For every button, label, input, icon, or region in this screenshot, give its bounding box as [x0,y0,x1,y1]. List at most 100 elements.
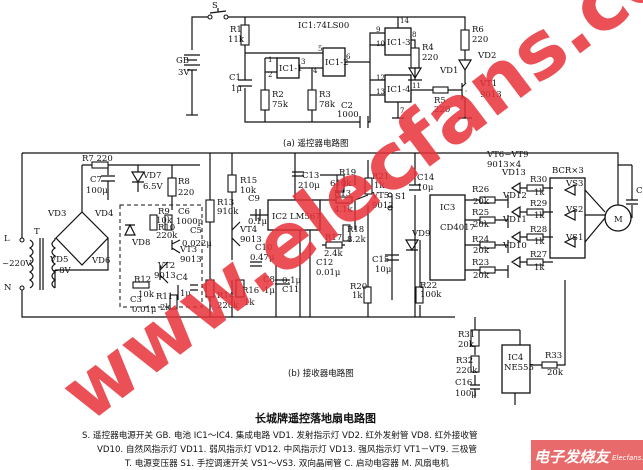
resistor-r3 [307,89,317,111]
switch-s1[interactable] [387,192,393,198]
resistor-r9 [149,214,158,231]
label-gb-v: 3V [178,68,190,78]
transmitter-caption: (a) 遥控器电路图 [283,138,349,149]
label-ic4: IC4 [508,353,523,363]
label-p8: 8 [412,31,416,39]
resistor-r1 [240,24,250,46]
label-r24: R24 [472,235,489,245]
label-r12: R12 [134,275,151,285]
label-r22: R22 [420,281,437,291]
label-r26: R26 [472,185,489,195]
resistor-r7 [91,161,109,169]
label-r27-v: 1k [534,263,545,273]
label-r12-v: 10k [138,290,155,300]
resistor-r21 [364,177,373,195]
label-r25-v: 20k [473,220,490,230]
label-c13-v: 210μ [298,181,320,191]
label-r32: R32 [456,356,473,366]
resistor-r8 [167,177,177,197]
label-c3: C3 [130,295,142,305]
resistor-r20 [363,286,372,304]
label-r2: R2 [272,90,284,100]
label-ic4-v: NE555 [504,363,534,373]
label-c14-v: 10μ [417,183,434,193]
gate-ic1-3 [384,27,412,56]
label-r10: R10 [158,223,175,233]
resistor-r28 [526,233,544,241]
receiver-head-module [119,204,203,308]
label-vs3: VS3 [565,179,583,189]
label-p4: 4 [313,67,318,75]
ic2-lm567 [267,199,321,231]
resistor-r2 [260,89,270,111]
label-vd8: VD8 [131,238,150,248]
label-vd11: VD11 [502,215,527,225]
label-r23-v: 20k [473,271,490,281]
resistor-r12 [132,281,150,289]
label-c16-v: 100μ [455,389,477,399]
fan-motor-m [604,204,632,232]
label-c15-v: 10μ [375,265,392,275]
label-r21: R21 [372,172,389,182]
label-r31: R31 [458,330,475,340]
label-r3: R3 [319,90,331,100]
label-r19: R19 [339,168,356,178]
label-vt6-9: VT6~VT9 [486,150,529,160]
label-vs1: VS1 [565,233,583,243]
diagram-title: 长城牌遥控落地扇电路图 [255,411,376,425]
label-c12: C12 [316,258,333,268]
resistor-r18 [342,224,351,242]
label-ic1-4: IC1-4 [387,85,411,95]
label-r16-v: 1k [244,298,255,308]
label-p13: 13 [376,88,385,96]
gate-ic1-2 [322,47,346,77]
resistor-r27 [526,258,544,266]
label-c6-v: 1000p [176,217,204,227]
resistor-r11 [169,294,178,310]
label-vd3: VD3 [47,209,66,219]
legend-line-1: S. 遥控器电源开关 GB. 电池 IC1～IC4. 集成电路 VD1. 发射指… [82,429,478,441]
label-r28-v: 1k [534,237,545,247]
label-c8-v: 1μ [264,286,275,296]
label-r9-v: 10k [156,216,173,226]
label-r3-v: 78k [319,100,336,110]
resistor-r14 [205,279,215,298]
label-r13a: R13 [217,198,234,208]
diode-vd9 [404,184,421,252]
label-c5-v: 0.022μ [182,239,212,249]
resistor-r33 [541,361,558,369]
label-vt6-9-v: 9013×4 [487,160,521,170]
label-c9-v: 0.1μ [248,217,268,227]
label-vd9: VD9 [411,229,430,239]
label-c14: C14 [417,173,434,183]
label-r28: R28 [530,225,547,235]
label-vd6: VD6 [91,256,110,266]
gate-ic1-4 [384,74,412,103]
resistor-r25 [479,216,496,224]
receiver-caption: (b) 接收器电路图 [288,368,354,379]
label-m: M [614,215,623,225]
triac-bank-bcr [549,177,586,259]
label-bcr: BCR×3 [552,166,584,176]
label-c1: C1 [229,73,241,83]
label-vt2: VT2 [157,261,175,271]
ir-receiver-vd8 [124,223,136,236]
resistor-r15 [227,174,237,193]
logo-sub: Elecfans.com [612,454,643,462]
label-r26-v: 20k [473,197,490,207]
legend-line-2: VD10. 自然风指示灯 VD11. 弱风指示灯 VD12. 中风指示灯 VD1… [97,443,477,455]
label-vt5-v: 9012 [372,201,394,211]
label-r16: R16 [242,286,259,296]
label-ic1-2: IC1-2 [325,58,349,68]
label-r20-v: 1k [352,291,363,301]
label-r25: R25 [472,208,489,218]
label-vt4-v: 9013 [240,235,262,245]
resistor-r16 [235,279,245,298]
label-r31-v: 20k [458,340,475,350]
label-vt1-v: 9013 [480,90,502,100]
label-r13b: R13 [334,189,351,199]
label-s: S [212,1,218,11]
label-c15: C15 [372,255,389,265]
label-r5-v: 220 [434,105,450,115]
led-vd2 [457,59,473,72]
